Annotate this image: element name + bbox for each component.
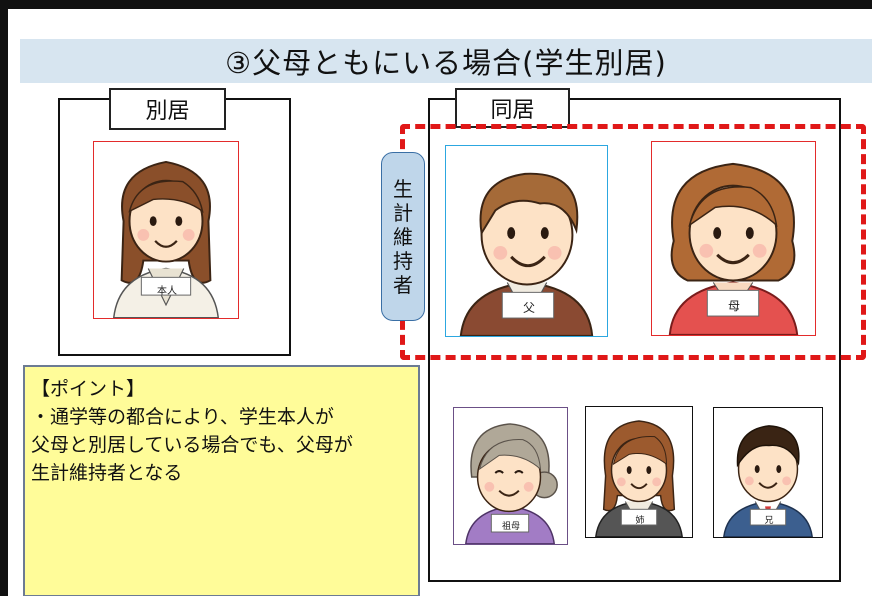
person-father-card: 父: [445, 145, 608, 337]
brother-illustration: [723, 425, 813, 537]
supporter-char: 者: [393, 272, 413, 297]
point-line: 生計維持者となる: [31, 462, 183, 484]
grandmother-illustration: [465, 423, 558, 544]
point-heading: 【ポイント】: [31, 378, 146, 400]
page-title: ③父母ともにいる場合(学生別居): [20, 39, 872, 83]
separate-residence-tab: 別居: [109, 88, 226, 130]
person-mother-card: 母: [651, 141, 816, 336]
father-illustration: [459, 172, 594, 336]
mother-nametag: 母: [727, 298, 740, 313]
person-sister-card: 姉: [585, 406, 693, 538]
father-nametag: 父: [522, 300, 535, 315]
supporter-label: 生 計 維 持 者: [381, 152, 425, 321]
supporter-char: 生: [393, 176, 413, 201]
brother-nametag: 兄: [764, 515, 774, 526]
self-nametag: 本人: [157, 285, 177, 297]
point-note: 【ポイント】 ・通学等の都合により、学生本人が 父母と別居している場合でも、父母…: [23, 365, 420, 596]
student-illustration: [112, 160, 220, 318]
point-line: 父母と別居している場合でも、父母が: [31, 434, 353, 456]
cohabit-tab: 同居: [455, 88, 570, 128]
person-brother-card: 兄: [713, 407, 823, 538]
grandmother-nametag: 祖母: [501, 521, 520, 532]
supporter-char: 持: [393, 248, 413, 273]
supporter-char: 計: [393, 200, 413, 225]
sister-nametag: 姉: [635, 515, 645, 526]
person-grandmother-card: 祖母: [453, 407, 568, 545]
point-line: ・通学等の都合により、学生本人が: [31, 406, 334, 428]
person-self-card: 本人: [93, 141, 239, 319]
sister-illustration: [595, 420, 683, 537]
supporter-char: 維: [393, 224, 413, 249]
mother-illustration: [668, 162, 799, 335]
